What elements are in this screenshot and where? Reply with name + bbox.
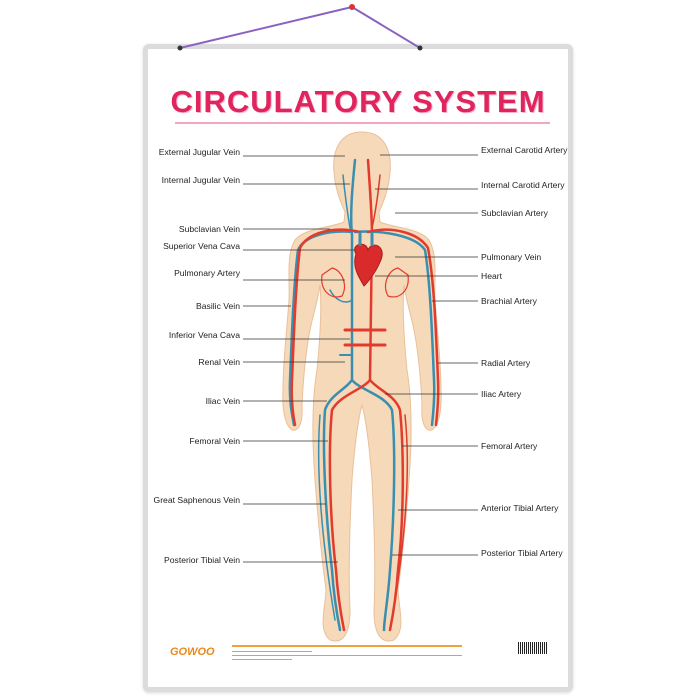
label-femoral-artery: Femoral Artery (481, 441, 538, 451)
veins (288, 158, 436, 632)
label-anterior-tibial-artery: Anterior Tibial Artery (481, 503, 559, 513)
label-internal-jugular-vein: Internal Jugular Vein (161, 175, 240, 185)
brand-logo: GOWOO (170, 646, 215, 658)
barcode (518, 642, 548, 654)
label-iliac-artery: Iliac Artery (481, 389, 522, 399)
title-underline (175, 122, 550, 124)
label-renal-vein: Renal Vein (198, 357, 240, 367)
publisher-info (232, 645, 462, 649)
leader-lines-right (375, 154, 478, 556)
label-posterior-tibial-artery: Posterior Tibial Artery (481, 548, 563, 558)
great-vessels (358, 232, 374, 246)
lungs (321, 267, 409, 298)
label-inferior-vena-cava: Inferior Vena Cava (168, 330, 240, 340)
label-superior-vena-cava: Superior Vena Cava (163, 241, 240, 251)
label-external-jugular-vein: External Jugular Vein (158, 147, 240, 157)
label-subclavian-vein: Subclavian Vein (178, 224, 240, 234)
label-external-carotid-artery: External Carotid Artery (481, 145, 568, 155)
eyelet-left (177, 45, 183, 51)
hanging-pin (349, 4, 355, 10)
eyelet-right (417, 45, 423, 51)
label-internal-carotid-artery: Internal Carotid Artery (481, 180, 565, 190)
publisher-info-line (232, 655, 462, 656)
label-basilic-vein: Basilic Vein (196, 301, 240, 311)
label-iliac-vein: Iliac Vein (205, 396, 240, 406)
hanging-string (179, 6, 421, 49)
label-heart: Heart (481, 271, 503, 281)
heart-shape (354, 243, 383, 287)
label-great-saphenous-vein: Great Saphenous Vein (153, 495, 240, 505)
label-femoral-vein: Femoral Vein (189, 436, 240, 446)
leader-lines-left (243, 155, 355, 563)
label-brachial-artery: Brachial Artery (481, 296, 537, 306)
publisher-info-line (232, 651, 312, 652)
label-pulmonary-vein: Pulmonary Vein (481, 252, 542, 262)
label-posterior-tibial-vein: Posterior Tibial Vein (164, 555, 240, 565)
label-pulmonary-artery: Pulmonary Artery (174, 268, 240, 278)
arteries (290, 158, 440, 632)
label-radial-artery: Radial Artery (481, 358, 531, 368)
label-subclavian-artery: Subclavian Artery (481, 208, 548, 218)
publisher-info-line (232, 659, 292, 660)
poster-title: CIRCULATORY SYSTEM (170, 84, 546, 119)
